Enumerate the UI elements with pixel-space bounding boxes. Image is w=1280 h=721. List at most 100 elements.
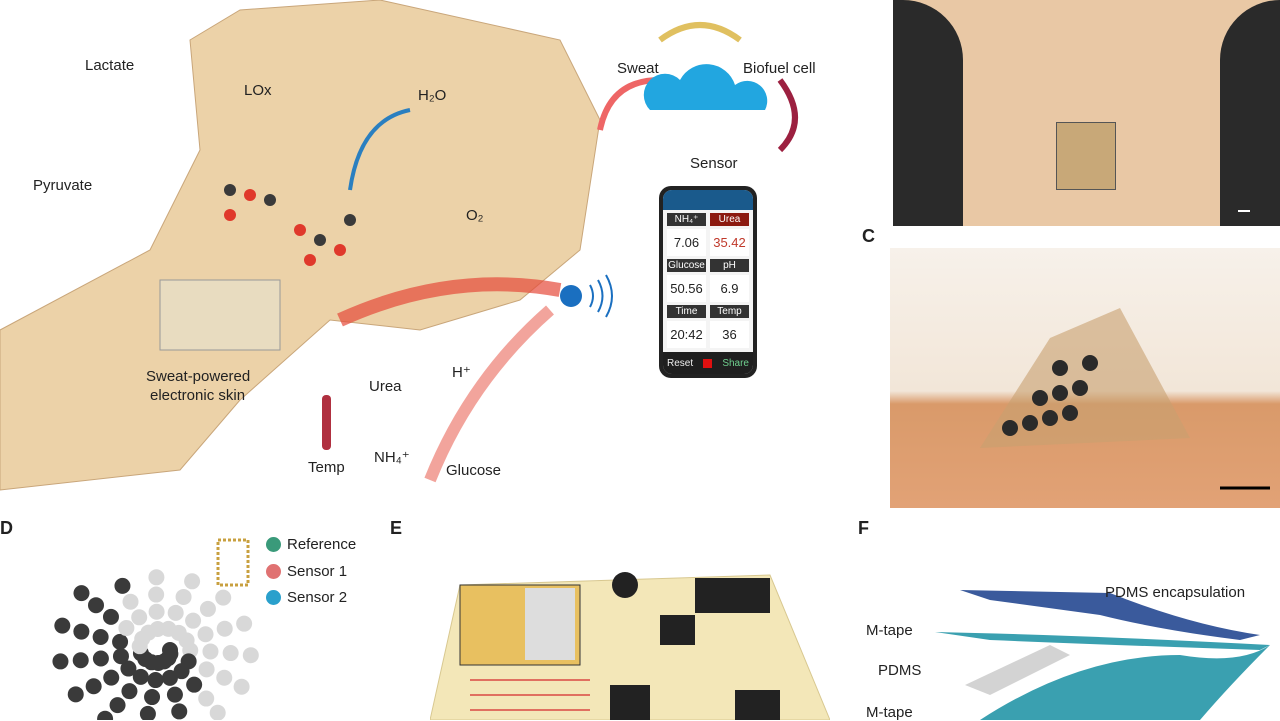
label-m-tape-bottom: M-tape <box>866 704 913 721</box>
bluetooth-icon <box>560 285 582 307</box>
electrode-dot <box>72 652 89 669</box>
cycle-sensor: Sensor <box>690 155 738 172</box>
electrode-array <box>224 184 356 266</box>
electrode-dot <box>131 609 148 626</box>
reset-button[interactable]: Reset <box>667 357 694 369</box>
electrode-dot <box>216 620 233 637</box>
m-tape-layer-bottom <box>980 645 1270 720</box>
electrode-dot <box>222 645 239 662</box>
electrode-dot <box>121 683 138 700</box>
electrode-dot <box>97 710 114 720</box>
wireless-signal-icon <box>589 274 613 318</box>
electrode-dot <box>215 589 232 606</box>
electrode-dot <box>175 588 192 605</box>
cell-value: 7.06 <box>667 229 706 256</box>
electrode-dot <box>198 661 215 678</box>
electrode-dot <box>73 623 90 640</box>
sleeve-right <box>1220 0 1280 226</box>
electrode-dot <box>147 672 164 689</box>
electrode-dot <box>186 676 203 693</box>
electrode-spiral <box>52 538 259 720</box>
layer-stack <box>935 590 1270 720</box>
legend-item-sensor-1: Sensor 1 <box>266 563 347 580</box>
electrode-dot <box>52 653 69 670</box>
electrode-dot <box>102 608 119 625</box>
legend-item-sensor-2: Sensor 2 <box>266 589 347 606</box>
electrode-dot <box>242 647 259 664</box>
panel-label-f: F <box>858 518 869 538</box>
electrode-dot <box>202 643 219 660</box>
electrode-dot <box>171 703 188 720</box>
electrode-dot <box>92 650 109 667</box>
share-button[interactable]: Share <box>722 357 749 369</box>
electrode-dot <box>161 669 178 686</box>
label-o2: O₂ <box>466 207 484 224</box>
sensor1-dot <box>266 564 281 579</box>
m-tape-layer-top <box>935 632 1270 650</box>
label-sweat-skin-2: electronic skin <box>150 387 246 404</box>
electrode-dot <box>54 617 71 634</box>
circuit-patch <box>159 279 281 351</box>
electrode-dot <box>167 604 184 621</box>
electrode-dot <box>73 585 90 602</box>
electrode-dot <box>85 678 102 695</box>
electrode-dot <box>199 600 216 617</box>
cell-label: Urea <box>710 213 749 226</box>
cell-value: 50.56 <box>667 275 706 302</box>
cell-label: Glucose <box>667 259 706 272</box>
reference-dot <box>266 537 281 552</box>
thermometer-icon <box>322 395 331 450</box>
signal-arrow <box>337 277 562 327</box>
cycle-biofuel: Biofuel cell <box>743 60 816 77</box>
electrode-dot <box>148 586 165 603</box>
electrode-dot <box>139 705 156 720</box>
electrode-dot <box>114 577 131 594</box>
phone-status-bar <box>663 190 753 210</box>
arm-photo <box>893 0 1280 226</box>
cycle-arrow <box>777 78 798 153</box>
circuit-board <box>430 572 830 720</box>
electrode-dot <box>198 690 215 707</box>
label-sweat-skin-1: Sweat-powered <box>146 368 251 385</box>
peeled-patch <box>980 308 1270 490</box>
cell-value: 20:42 <box>667 321 706 348</box>
electrode-dot <box>112 648 129 665</box>
stop-icon[interactable] <box>703 358 713 368</box>
cycle-sweat: Sweat <box>617 60 659 77</box>
cell-label: NH₄⁺ <box>667 213 706 226</box>
electrode-dot <box>122 593 139 610</box>
electrode-dot <box>216 669 233 686</box>
label-pdms-encapsulation: PDMS encapsulation <box>1105 584 1246 601</box>
sleeve-left <box>893 0 963 226</box>
cell-label: Time <box>667 305 706 318</box>
electrode-dot <box>197 626 214 643</box>
readout-grid: NH₄⁺ Urea 7.06 35.42 Glucose pH 50.56 6.… <box>663 210 753 351</box>
electrode-dot <box>185 612 202 629</box>
electrode-dot <box>148 603 165 620</box>
cloud-icon <box>643 64 768 110</box>
electrode-dot <box>120 660 137 677</box>
electrode-dot <box>233 678 250 695</box>
label-glucose: Glucose <box>446 462 502 479</box>
label-lox: LOx <box>244 82 272 99</box>
label-nh4: NH₄⁺ <box>374 449 410 466</box>
label-urea: Urea <box>369 378 402 395</box>
reference-electrode <box>216 538 250 587</box>
cell-value: 36 <box>710 321 749 348</box>
legend-reference: Reference <box>287 536 357 553</box>
signal-arrow <box>424 305 554 483</box>
panel-label-e: E <box>390 518 403 538</box>
panel-label-c: C <box>862 226 875 246</box>
scale-bar <box>1238 210 1250 212</box>
electrode-dot <box>148 569 165 586</box>
h2o-arrow <box>348 108 411 191</box>
electrode-dot <box>92 629 109 646</box>
legend-sensor-1: Sensor 1 <box>287 563 348 580</box>
electrode-dot <box>184 573 201 590</box>
cell-label: Temp <box>710 305 749 318</box>
sensor2-dot <box>266 590 281 605</box>
label-temp: Temp <box>308 459 345 476</box>
electrode-dot <box>236 615 253 632</box>
label-m-tape-top: M-tape <box>866 622 913 639</box>
label-h2o: H₂O <box>418 87 447 104</box>
